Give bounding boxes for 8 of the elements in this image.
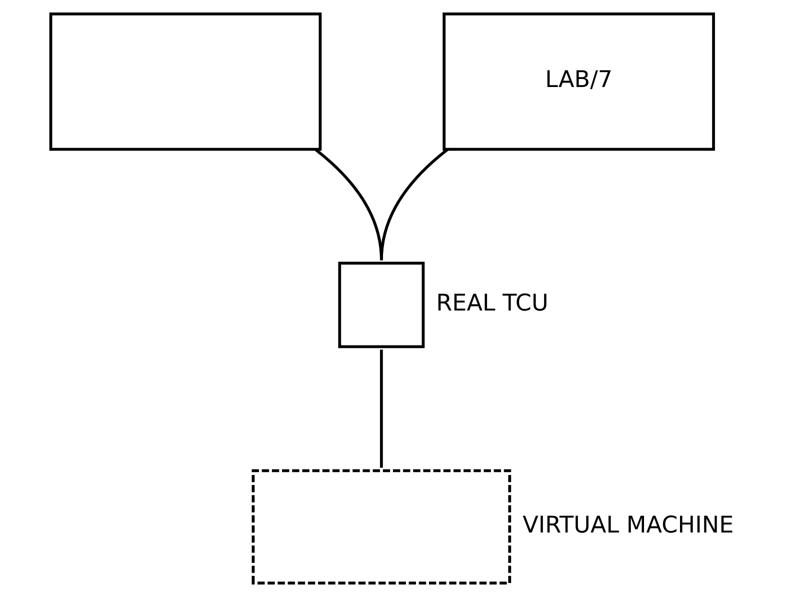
connector <box>380 148 449 260</box>
node-box <box>252 469 512 584</box>
node-label: VIRTUAL MACHINE <box>522 512 734 538</box>
connector <box>380 350 383 468</box>
node-box: LAB/7 <box>442 12 715 151</box>
node-box <box>338 262 425 348</box>
node-box <box>49 12 322 151</box>
node-label: REAL TCU <box>436 290 548 316</box>
